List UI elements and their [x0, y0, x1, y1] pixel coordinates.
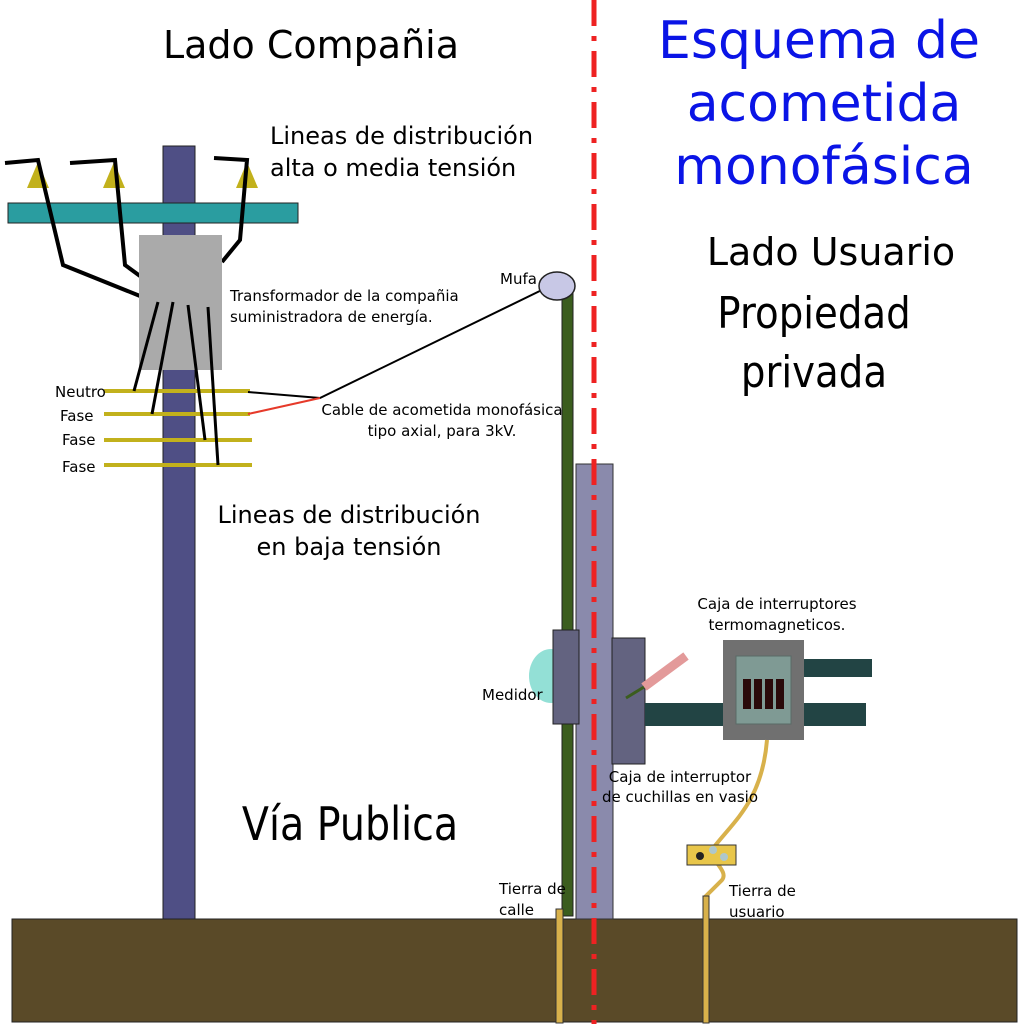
title-line-2: acometida	[687, 74, 962, 134]
knife-switch-box	[611, 637, 646, 765]
lv-conductors	[104, 389, 252, 467]
knife-box-label-1: Caja de interruptor	[609, 768, 752, 786]
cable-label-1: Cable de acometida monofásica	[321, 401, 562, 419]
ground-clamp-bolt-2	[709, 846, 717, 854]
public-road-label: Vía Publica	[242, 798, 458, 852]
medidor-label: Medidor	[482, 686, 544, 704]
neutro-label: Neutro	[55, 383, 106, 401]
hv-lines-label-1: Lineas de distribución	[270, 122, 533, 150]
ground-clamp-bolt-3	[720, 853, 728, 861]
hv-lines-label-2: alta o media tensión	[270, 154, 516, 182]
user-ground-label-2: usuario	[729, 903, 785, 921]
knife-switch-stem	[625, 685, 645, 700]
breaker-box-label-1: Caja de interruptores	[697, 595, 856, 613]
crossarm	[7, 202, 299, 224]
service-cable-phase	[247, 397, 321, 415]
transformer-label-2: suministradora de energía.	[230, 308, 433, 326]
fase-label-3: Fase	[62, 458, 96, 476]
knife-box-label-2: de cuchillas en vasio	[602, 788, 758, 806]
cable-label-2: tipo axial, para 3kV.	[368, 422, 517, 440]
ground-soil	[11, 918, 1018, 1023]
property-label-1: Propiedad	[717, 288, 910, 339]
service-mast	[561, 289, 574, 917]
mufa-label: Mufa	[500, 270, 537, 288]
street-ground-rod	[555, 908, 564, 1024]
user-ground-label-1: Tierra de	[728, 882, 796, 900]
property-label-2: privada	[741, 347, 887, 398]
insulator-middle	[103, 162, 125, 188]
lv-lines-label-1: Lineas de distribución	[217, 501, 480, 529]
street-ground-label-2: calle	[499, 901, 534, 919]
breaker-box-label-2: termomagneticos.	[709, 616, 846, 634]
mufa-head	[538, 271, 576, 301]
company-side-label: Lado Compañia	[163, 23, 459, 67]
title-line-1: Esquema de	[658, 11, 980, 71]
bus-bar-upper	[800, 659, 872, 677]
transformer-leads	[132, 301, 220, 466]
user-side-label: Lado Usuario	[707, 230, 955, 274]
title-line-3: monofásica	[674, 137, 973, 197]
meter-box	[552, 629, 580, 725]
street-ground-label-1: Tierra de	[498, 880, 566, 898]
knife-switch-handle	[641, 652, 689, 691]
transformer-label-1: Transformador de la compañia	[229, 287, 459, 305]
hv-lines	[4, 156, 250, 298]
transformer	[139, 235, 222, 370]
lv-lines-label-2: en baja tensión	[256, 533, 441, 561]
user-ground-rod	[702, 895, 710, 1024]
breakers	[743, 679, 784, 709]
ground-clamp-bolt-1	[696, 852, 704, 860]
fase-label-2: Fase	[62, 431, 96, 449]
fase-label-1: Fase	[60, 407, 94, 425]
